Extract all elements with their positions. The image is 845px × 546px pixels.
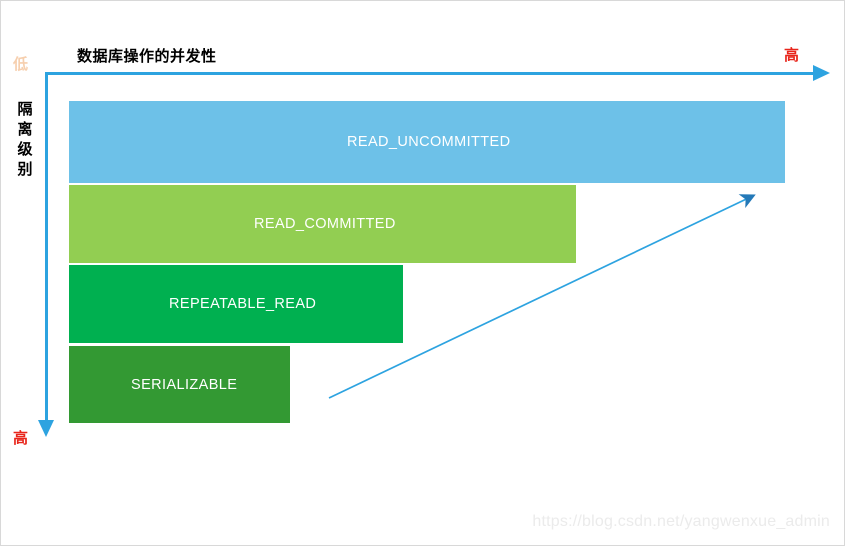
bar-label-repeatable-read: REPEATABLE_READ [169, 296, 317, 312]
vertical-axis-start-label-low: 低 [13, 56, 29, 73]
vertical-axis-line [45, 72, 48, 424]
horizontal-axis-line [46, 72, 821, 75]
bar-label-read-committed: READ_COMMITTED [254, 216, 396, 232]
bar-read-committed: READ_COMMITTED [69, 185, 576, 263]
vertical-axis-end-label-high: 高 [13, 430, 29, 447]
chart-title: 数据库操作的并发性 [77, 48, 217, 65]
horizontal-axis-end-label-high: 高 [784, 47, 800, 64]
bar-label-serializable: SERIALIZABLE [131, 376, 238, 393]
bar-read-uncommitted: READ_UNCOMMITTED [69, 101, 785, 183]
bar-serializable: SERIALIZABLE [69, 346, 290, 423]
horizontal-axis-arrowhead-icon [813, 65, 830, 81]
bar-repeatable-read: REPEATABLE_READ [69, 265, 403, 343]
vertical-axis-arrowhead-icon [38, 420, 54, 437]
bar-label-read-uncommitted: READ_UNCOMMITTED [347, 134, 511, 150]
watermark-url: https://blog.csdn.net/yangwenxue_admin [532, 513, 830, 530]
vertical-axis-title: 隔离级别 [17, 101, 33, 178]
